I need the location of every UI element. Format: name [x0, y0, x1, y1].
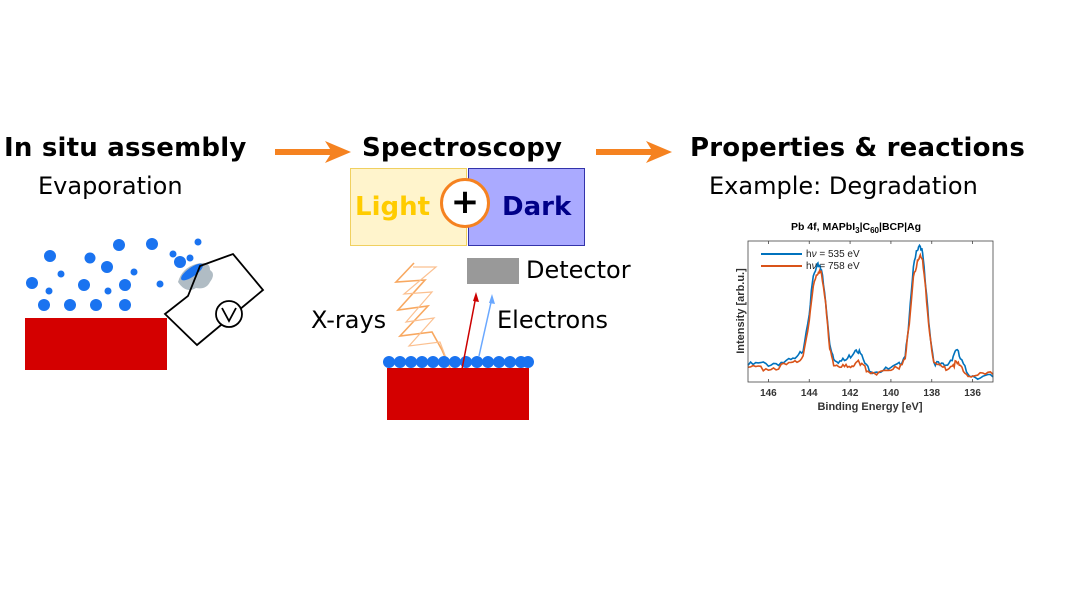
- detector: [467, 258, 519, 284]
- x-tick-label: 140: [883, 388, 900, 399]
- plus-symbol: +: [450, 181, 480, 222]
- legend-label: hν = 535 eV: [806, 249, 860, 260]
- chart-title: Pb 4f, MAPbI3|C60|BCP|Ag: [791, 221, 921, 235]
- electrons-label: Electrons: [497, 306, 608, 334]
- x-tick-label: 146: [760, 388, 777, 399]
- spectroscopy-illustration: [383, 262, 534, 420]
- x-axis-label: Binding Energy [eV]: [817, 401, 922, 413]
- x-tick-label: 142: [842, 388, 859, 399]
- xps-chart: Pb 4f, MAPbI3|C60|BCP|Ag 146 144 142 140 138…: [735, 221, 994, 413]
- detector-label: Detector: [526, 256, 631, 284]
- stage-heading-properties: Properties & reactions: [690, 133, 1026, 163]
- xrays-label: X-rays: [311, 306, 387, 334]
- x-tick-label: 136: [964, 388, 981, 399]
- plot-frame: [747, 240, 994, 383]
- evaporated-particles: [26, 238, 202, 311]
- x-tick-label: 138: [923, 388, 940, 399]
- series-line-758ev: [747, 252, 994, 378]
- legend-label: hν = 758 eV: [806, 261, 860, 272]
- dark-label: Dark: [502, 192, 572, 222]
- electron-arrow-blue: [478, 297, 493, 357]
- voltmeter-icon: [163, 252, 265, 347]
- electron-arrow-red: [461, 295, 477, 370]
- right-arrow-icon: [275, 141, 351, 163]
- light-label: Light: [355, 192, 431, 222]
- x-tick-label: 144: [801, 388, 818, 399]
- y-axis-label: Intensity [arb.u.]: [735, 268, 747, 354]
- stage-heading-spectroscopy: Spectroscopy: [362, 133, 563, 163]
- xray-wave: [394, 262, 458, 385]
- plus-circle-icon: +: [440, 178, 490, 228]
- right-arrow-icon: [596, 141, 672, 163]
- evaporation-illustration: [25, 238, 265, 370]
- stage-subheading-degradation: Example: Degradation: [709, 172, 978, 200]
- stage-subheading-evaporation: Evaporation: [38, 172, 183, 200]
- sample-substrate: [387, 368, 529, 420]
- substrate: [25, 318, 167, 370]
- adsorbed-layer: [383, 356, 534, 368]
- stage-heading-assembly: In situ assembly: [4, 133, 247, 163]
